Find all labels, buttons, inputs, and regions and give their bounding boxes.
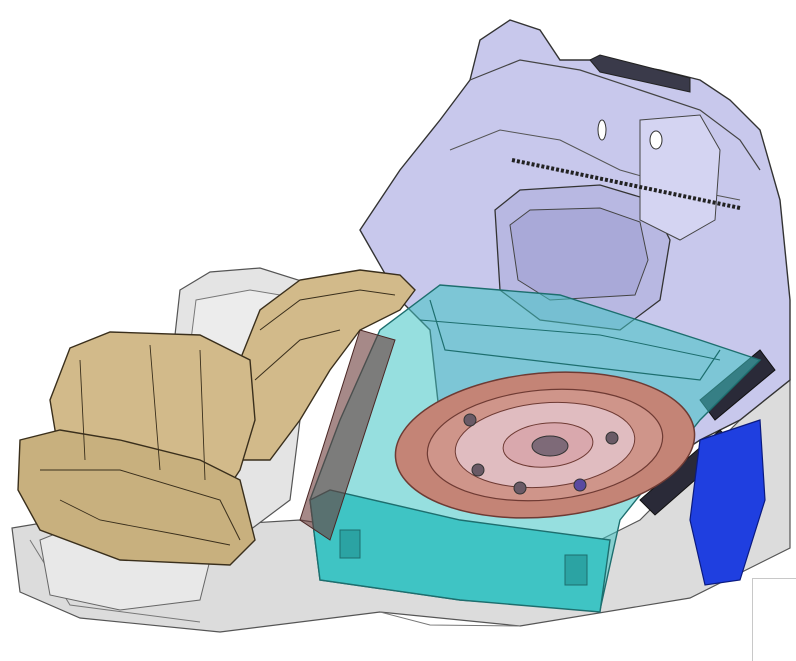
spare-tire <box>394 371 696 519</box>
blue-part <box>689 419 766 586</box>
folded-seat <box>17 269 416 566</box>
corner-frame <box>752 578 796 661</box>
